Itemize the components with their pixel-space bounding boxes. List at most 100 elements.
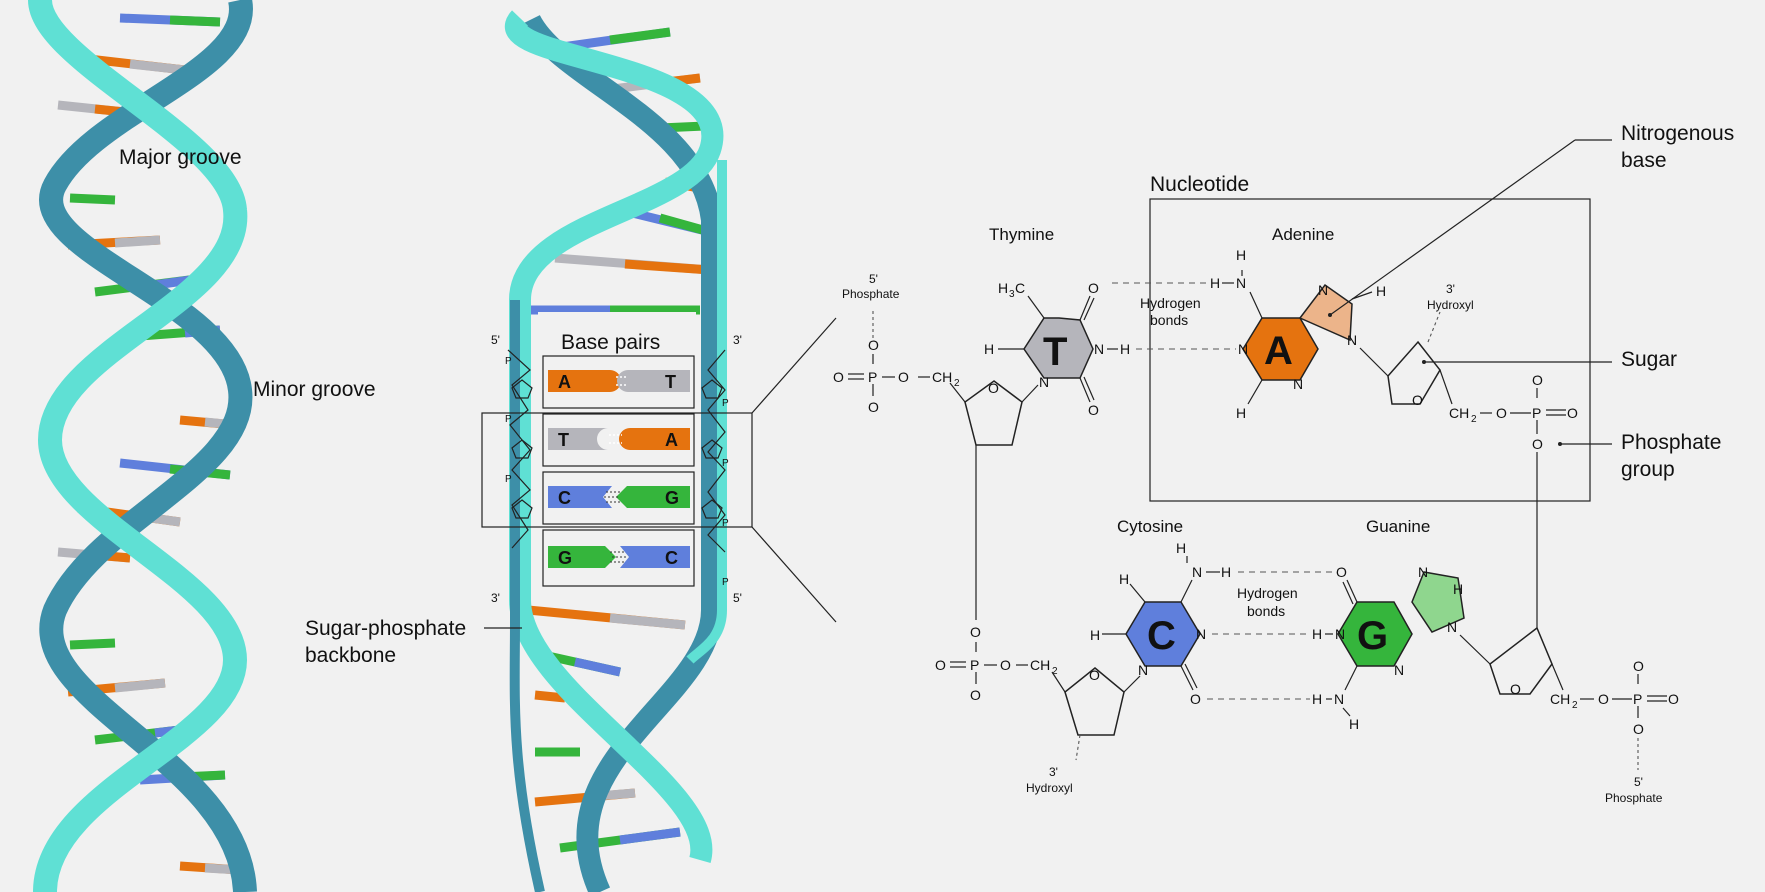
methyl-c: H (998, 280, 1008, 296)
backbone-p-mark: P (505, 474, 512, 485)
atom-h: H (1210, 275, 1220, 291)
backbone-p-mark: P (722, 518, 729, 529)
phosphate-5-label-line1: 5' (1634, 775, 1643, 789)
base-pair-4: G C (542, 529, 695, 587)
backbone-p-mark: P (722, 398, 729, 409)
base-pair-box (542, 413, 695, 467)
atom-h: H (1312, 626, 1322, 642)
base-pair-1: A T (542, 355, 695, 409)
atom-o: O (970, 687, 981, 703)
bond (1359, 347, 1389, 377)
sugar-ring (511, 379, 533, 399)
helix-rung (114, 235, 161, 248)
backbone-p-mark: P (505, 356, 512, 367)
base-pair-left-thymine (548, 428, 608, 450)
base-pair-left-letter: G (558, 548, 572, 568)
helix-rung (619, 827, 681, 845)
sugar-ring (1489, 626, 1553, 695)
thymine-ring (1023, 317, 1094, 379)
atom-h: H (1176, 540, 1186, 556)
bond (1027, 295, 1045, 319)
adenine-sugar-phosphate: O 3' Hydroxyl CH 2 O P O O O (1359, 282, 1578, 628)
bond (1180, 665, 1194, 691)
atom-p: P (868, 369, 877, 385)
nitrogenous-base-leader (1329, 139, 1576, 316)
helix-rung (624, 259, 711, 275)
bond (1459, 634, 1491, 665)
zoom-line-top (751, 317, 837, 414)
thymine-label: Thymine (989, 225, 1054, 244)
phosphate-5-label-line2: Phosphate (1605, 791, 1663, 805)
ch2: CH (1550, 691, 1570, 707)
hydrogen-bonds-label-line1: Hydrogen (1140, 295, 1201, 311)
base-pair-2: T A (542, 413, 695, 467)
atom-h: H (1376, 283, 1386, 299)
guanine-letter: G (1357, 614, 1388, 658)
hydroxyl-3-label-line2: Hydroxyl (1026, 781, 1073, 795)
atom-h: H (1236, 247, 1246, 263)
ch2: CH (932, 369, 952, 385)
atom-n: N (1394, 662, 1404, 678)
right-backbone-chain (707, 349, 726, 553)
chemical-structures: Nucleotide Thymine Adenine Cytosine Guan… (833, 122, 1734, 805)
bond (1249, 291, 1263, 319)
atom-n: N (1318, 282, 1328, 298)
cytosine-sugar-phosphate: O CH 2 O P O O O 3' Hydroxyl (935, 624, 1141, 795)
adenine-label: Adenine (1272, 225, 1334, 244)
bond (1021, 384, 1039, 403)
center-helix-strand-light (505, 10, 724, 863)
ch2-sub: 2 (1471, 414, 1477, 425)
ch2-sub: 2 (1572, 700, 1578, 711)
helix-rung (169, 15, 221, 27)
atom-h: H (1221, 564, 1231, 580)
atom-o: O (1000, 657, 1011, 673)
bond (1551, 663, 1564, 691)
methyl-c2: C (1015, 280, 1025, 296)
strand-end-3-right: 3' (733, 333, 742, 347)
dotted-bond (1075, 734, 1081, 761)
hydrogen-bonds-label-line2: bonds (1150, 312, 1188, 328)
nitrogenous-base-label-line1: Nitrogenous (1621, 122, 1734, 145)
backbone-label-line2: backbone (305, 644, 396, 667)
atom-h: H (1236, 405, 1246, 421)
thymine-sugar-phosphate: O CH 2 O P O O O 5' Phosphate (833, 272, 1023, 620)
bond (1180, 579, 1193, 603)
atom-o: O (935, 657, 946, 673)
sugar-ring (1064, 667, 1125, 736)
adenine-ring (1242, 317, 1319, 381)
atom-o: O (1088, 280, 1099, 296)
base-pair-right-thymine (617, 370, 690, 392)
strand-end-3-left: 3' (491, 591, 500, 605)
atom-o: O (1668, 691, 1679, 707)
backbone-detail: P P P P P P P 5' 3' 3' 5' (491, 333, 742, 605)
bond (1079, 295, 1091, 321)
atom-o: O (1598, 691, 1609, 707)
base-pair-right-letter: T (665, 372, 676, 392)
center-double-helix: P P P P P P P 5' 3' 3' 5' Base pairs A (305, 10, 837, 892)
phosphate-group-label-line2: group (1621, 458, 1675, 481)
atom-n: N (1447, 619, 1457, 635)
atom-h: H (1349, 716, 1359, 732)
bond (1123, 675, 1141, 693)
atom-o: O (1336, 564, 1347, 580)
phosphate-5-label-line2: Phosphate (842, 287, 900, 301)
base-pair-left-letter: A (558, 372, 571, 392)
atom-h: H (1120, 341, 1130, 357)
sugar-ring (511, 439, 533, 459)
zoom-window (481, 412, 753, 528)
leader-dot (1422, 360, 1426, 364)
helix-rung (114, 678, 166, 693)
backbone-label-line1: Sugar-phosphate (305, 617, 466, 640)
atom-h: H (1119, 571, 1129, 587)
atom-h: H (1453, 581, 1463, 597)
base-pairs-label: Base pairs (561, 331, 660, 354)
bond (1351, 291, 1373, 300)
left-helix-strand-light (28, 0, 248, 892)
base-pair-left-adenine (548, 370, 621, 392)
adenine-molecule: A N N H H N H N N H (1112, 247, 1386, 421)
guanine-label: Guanine (1366, 517, 1430, 536)
guanine-ring (1337, 601, 1413, 667)
atom-o: O (868, 399, 879, 415)
hydroxyl-3-label-line1: 3' (1446, 282, 1455, 296)
